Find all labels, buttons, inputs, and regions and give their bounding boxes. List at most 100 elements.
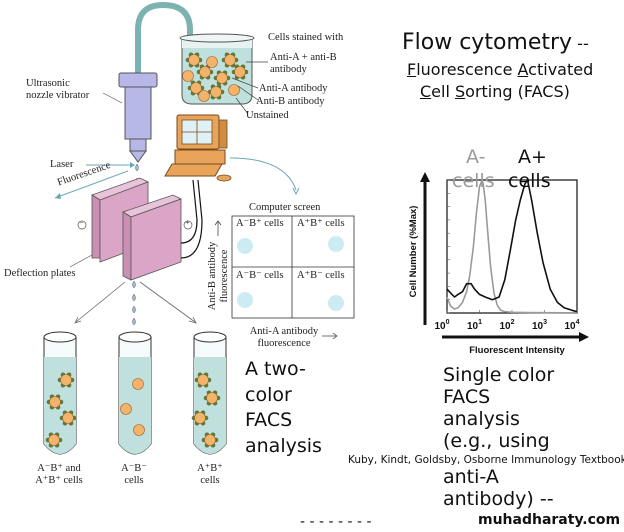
tube-label-2-line2: cells [124, 475, 144, 486]
title-word-ctivated: ctivated [528, 60, 594, 79]
unstained-cell-icon [228, 84, 240, 96]
stained-cell-icon [201, 432, 219, 448]
facs-diagram [43, 1, 355, 455]
single-color-caption-tail: anti-A antibody) -- [443, 466, 554, 510]
stained-cell-icon [59, 410, 77, 426]
computer [164, 114, 232, 182]
title-initial-s: S [455, 82, 466, 101]
stained-cell-icon [187, 80, 205, 96]
screen-y-axis-label: Anti-B antibody fluorescence [207, 234, 231, 318]
droplet-icon [135, 163, 139, 172]
two-color-caption: A two- color FACS analysis [245, 357, 322, 459]
two-color-line2: color [245, 383, 292, 406]
computer-screen-title: Computer screen [249, 202, 321, 213]
screen-x-axis-line2: fluorescence [257, 338, 311, 349]
beaker [179, 33, 255, 105]
title-initial-a: A [517, 60, 529, 79]
unstained-cell-icon [132, 378, 144, 390]
a-neg-histogram-line [446, 179, 578, 314]
single-color-line5: anti-A [443, 466, 499, 488]
stained-cell-icon [185, 52, 203, 68]
beaker-antiab-line1: Anti-A + anti-B [270, 52, 337, 63]
title-initial-c: C [420, 82, 432, 101]
anti-b-label: Anti-B antibody [256, 96, 325, 107]
single-color-line4: (e.g., using [443, 430, 550, 452]
title-word-orting: orting (FACS) [465, 82, 570, 101]
plot-frame [446, 179, 578, 314]
beaker-title-label: Cells stained with [268, 32, 344, 43]
droplet-icon [132, 305, 136, 314]
tube-label-2-line1: A⁻B⁻ [121, 463, 147, 474]
unstained-cell-icon [206, 56, 218, 68]
stained-cell-icon [194, 372, 212, 388]
unstained-cell-icon [182, 70, 194, 82]
stained-cell-icon [203, 390, 221, 406]
laser-label: Laser [50, 159, 74, 170]
single-color-line1: Single color [443, 364, 555, 386]
title-word-luorescence: luorescence [416, 60, 518, 79]
title-line1: Flow cytometry [402, 30, 573, 55]
nozzle-label-line1: Ultrasonic [26, 78, 70, 89]
unstained-label: Unstained [246, 110, 289, 121]
quadrant-a-neg-b-neg: A⁻B⁻ cells [236, 270, 284, 281]
test-tube [191, 331, 227, 455]
stained-cell-icon [57, 372, 75, 388]
stained-cell-icon [196, 64, 214, 80]
feed-tube [135, 1, 193, 78]
x-axis-arrowhead-icon [579, 332, 589, 342]
stained-cell-icon [46, 394, 64, 410]
unstained-cell-icon [133, 424, 145, 436]
beaker-antiab-line2: antibody [270, 64, 307, 75]
screen-y-axis-line1: Anti-B antibody [207, 241, 218, 311]
nozzle-label-line2: nozzle vibrator [26, 90, 90, 101]
two-color-line4: analysis [245, 434, 322, 457]
droplet-icon [132, 280, 136, 289]
droplet-icon [132, 317, 136, 326]
minus-sign: − [79, 218, 84, 227]
single-color-line3: analysis [443, 408, 520, 430]
minus-electrode-icon [77, 220, 87, 230]
x-tick-label: 104 [564, 319, 579, 332]
tube-label-1: A⁻B⁺ and A⁺B⁺ cells [34, 463, 84, 487]
nozzle-label: Ultrasonic nozzle vibrator [26, 78, 89, 102]
test-tube [118, 331, 152, 455]
a-pos-label-line1: A+ [518, 146, 547, 168]
x-tick-label: 103 [532, 319, 547, 332]
watermark: muhadharaty.com [476, 512, 623, 529]
quadrant-a-pos-b-pos: A⁺B⁺ cells [297, 218, 345, 229]
screen-y-axis-line2: fluorescence [219, 249, 230, 303]
tube-label-3-line2: cells [200, 475, 220, 486]
a-neg-label-line2: cells [452, 170, 495, 192]
anti-a-label: Anti-A antibody [259, 83, 328, 94]
x-tick-label: 102 [499, 319, 514, 332]
plus-sign: + [185, 218, 190, 227]
tube-label-1-line1: A⁻B⁺ and [37, 463, 81, 474]
test-tube [43, 331, 77, 455]
quadrant-a-pos-b-neg: A⁺B⁻ cells [297, 270, 345, 281]
tube-label-1-line2: A⁺B⁺ cells [35, 475, 83, 486]
single-color-line6: antibody) -- [443, 488, 554, 510]
x-tick-label: 100 [434, 319, 449, 332]
plus-electrode-icon [183, 220, 193, 230]
slide-title: Flow cytometry -- [402, 30, 589, 55]
beaker-antiab-label: Anti-A + anti-B antibody [270, 52, 337, 76]
two-color-line3: FACS [245, 409, 293, 431]
screen-x-axis-label: Anti-A antibody fluorescence [244, 326, 324, 350]
title-initial-f: F [407, 60, 417, 79]
tube-label-3: A⁺B⁺ cells [192, 463, 228, 487]
two-color-line1: A two- [245, 358, 306, 380]
y-axis-arrowhead-icon [420, 172, 430, 182]
tube-label-3-line1: A⁺B⁺ [197, 463, 223, 474]
title-line2: Fluorescence Activated [407, 60, 593, 79]
quadrant-a-neg-b-pos: A⁻B⁺ cells [236, 218, 284, 229]
stained-cell-icon [213, 70, 231, 86]
stained-cell-icon [231, 64, 249, 80]
deflection-plates [91, 177, 183, 281]
stained-cell-icon [191, 410, 209, 426]
droplet-icon [132, 293, 136, 302]
title-word-ell: ell [431, 82, 455, 101]
stained-cell-icon [45, 432, 63, 448]
y-axis-label: Cell Number (%Max) [408, 206, 419, 298]
